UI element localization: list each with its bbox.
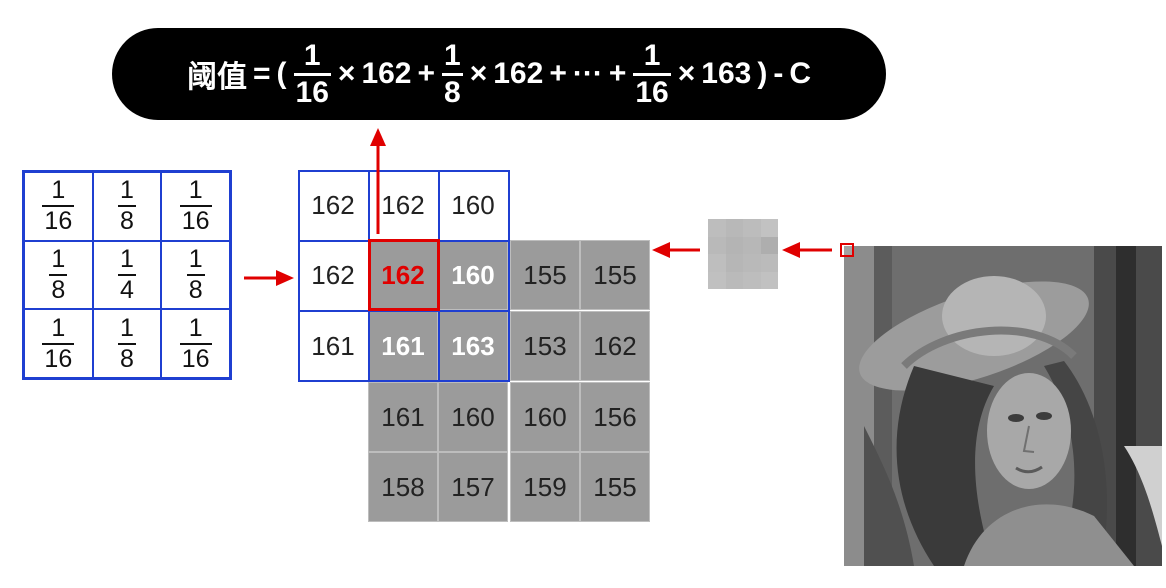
formula-lhs: 阈值	[187, 61, 247, 94]
plus-sign: +	[417, 57, 436, 90]
multiply-sign: ×	[469, 57, 488, 90]
multiply-sign: ×	[337, 57, 356, 90]
plus-sign: +	[608, 57, 627, 90]
fraction-numerator: 1	[120, 313, 134, 342]
fraction-numerator: 1	[444, 38, 461, 72]
plus-sign: +	[549, 57, 567, 90]
constant-c: C	[789, 57, 811, 90]
fraction-denominator: 8	[186, 273, 205, 304]
pixel-cell: 159	[510, 452, 580, 522]
formula-fraction-2: 1 8	[442, 38, 463, 108]
fraction-denominator: 16	[179, 205, 212, 236]
formula-value-2: 162	[493, 57, 544, 90]
fraction-denominator: 8	[118, 342, 136, 373]
fraction-numerator: 1	[188, 176, 203, 205]
arrow-left-icon	[782, 242, 832, 258]
formula-equals: =	[253, 57, 271, 90]
fraction-denominator: 16	[293, 72, 331, 108]
formula-value-3: 163	[701, 57, 752, 90]
fraction-denominator: 16	[42, 205, 75, 236]
fraction-denominator: 16	[42, 342, 75, 373]
fraction-numerator: 1	[303, 38, 321, 72]
multiply-sign: ×	[677, 57, 696, 90]
pixel-cell: 155	[510, 240, 580, 310]
fraction-numerator: 1	[51, 176, 66, 205]
arrow-left-icon	[652, 242, 700, 258]
formula-open-paren: (	[276, 57, 287, 90]
pixel-cell: 161	[368, 382, 438, 452]
pixel-cell: 160	[510, 382, 580, 452]
formula-ellipsis: ···	[572, 57, 603, 90]
grayscale-portrait-photo	[844, 246, 1162, 566]
fraction-numerator: 1	[51, 244, 66, 273]
fraction-denominator: 16	[179, 342, 212, 373]
zoomed-pixel-patch	[708, 219, 778, 289]
fraction-numerator: 1	[120, 244, 134, 273]
fraction-denominator: 16	[633, 72, 671, 108]
formula-value-1: 162	[361, 57, 412, 90]
fraction-denominator: 8	[49, 273, 68, 304]
center-pixel-highlight	[368, 239, 440, 311]
pixel-cell: 155	[580, 240, 650, 310]
pixel-cell: 162	[580, 311, 650, 381]
pixel-cell: 157	[438, 452, 508, 522]
formula-fraction-3: 1 16	[633, 38, 671, 108]
arrow-up-icon	[370, 128, 386, 234]
pixel-cell: 153	[510, 311, 580, 381]
formula-close-paren: )	[757, 57, 768, 90]
arrow-right-icon	[244, 270, 294, 286]
fraction-denominator: 4	[118, 273, 136, 304]
fraction-numerator: 1	[188, 313, 203, 342]
fraction-denominator: 8	[442, 72, 463, 108]
pixel-cell: 156	[580, 382, 650, 452]
pixel-cell: 160	[438, 382, 508, 452]
fraction-numerator: 1	[188, 244, 203, 273]
pixel-cell: 155	[580, 452, 650, 522]
fraction-numerator: 1	[643, 38, 661, 72]
minus-sign: -	[773, 57, 784, 90]
pixel-cell: 158	[368, 452, 438, 522]
fraction-numerator: 1	[51, 313, 66, 342]
threshold-formula: 阈值 = ( 1 16 × 162 + 1 8 × 162 + ··· + 1 …	[112, 28, 886, 120]
region-of-interest-marker	[840, 243, 854, 257]
formula-fraction-1: 1 16	[293, 38, 331, 108]
fraction-numerator: 1	[120, 176, 134, 205]
fraction-denominator: 8	[118, 205, 136, 236]
